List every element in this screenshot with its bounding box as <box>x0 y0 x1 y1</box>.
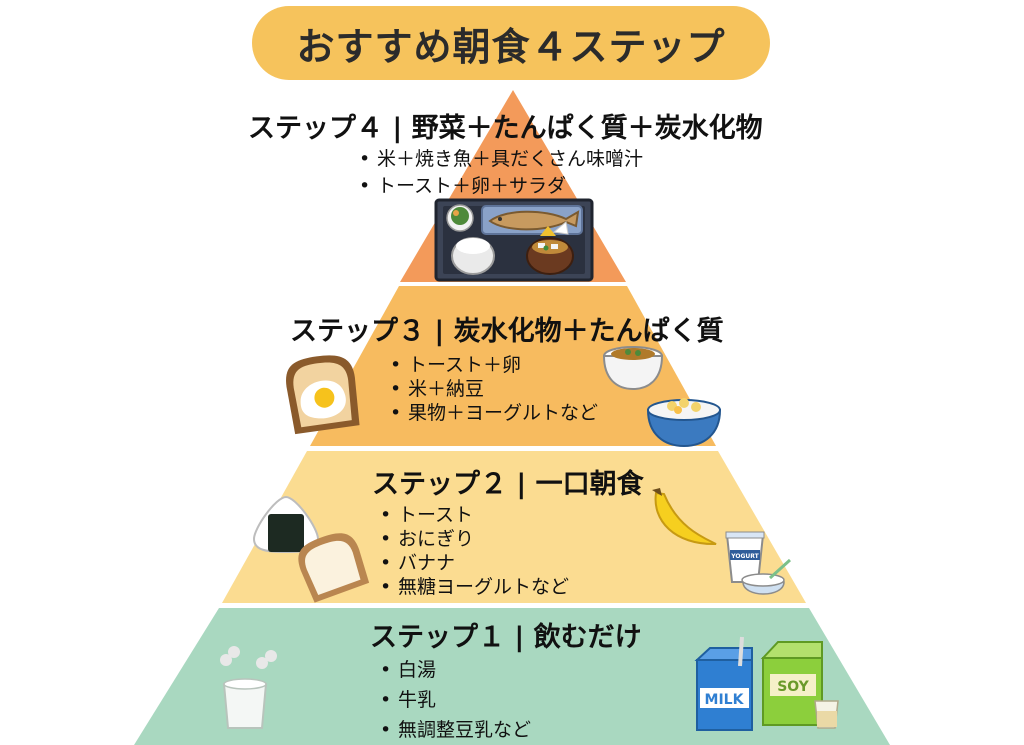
milk-carton-icon <box>694 636 753 731</box>
list-item: おにぎり <box>378 527 569 551</box>
step-1-heading: ステップ１ | 飲むだけ <box>370 622 642 653</box>
list-item: 果物＋ヨーグルトなど <box>388 401 598 425</box>
list-item: 牛乳 <box>378 685 531 715</box>
yogurt-icon <box>725 531 792 595</box>
step-3-list: トースト＋卵 米＋納豆 果物＋ヨーグルトなど <box>388 353 598 425</box>
title-banner: おすすめ朝食４ステップ <box>252 6 770 80</box>
step-2-list: トースト おにぎり バナナ 無糖ヨーグルトなど <box>378 503 569 599</box>
list-item: 米＋焼き魚＋具だくさん味噌汁 <box>357 146 643 173</box>
soy-milk-carton-icon <box>760 641 839 729</box>
list-item: トースト＋卵 <box>388 353 598 377</box>
list-item: トースト <box>378 503 569 527</box>
yogurt-label: YOGURT <box>730 553 759 560</box>
step-4-heading: ステップ４ | 野菜＋たんぱく質＋炭水化物 <box>248 113 763 144</box>
step-4-list: 米＋焼き魚＋具だくさん味噌汁 トースト＋卵＋サラダ <box>357 146 643 200</box>
egg-toast-icon <box>286 355 360 435</box>
step-3-heading: ステップ３ | 炭水化物＋たんぱく質 <box>290 316 724 347</box>
soy-label: SOY <box>777 679 809 695</box>
hot-water-cup-icon <box>220 646 277 729</box>
step-2-heading: ステップ２ | 一口朝食 <box>372 469 644 500</box>
fruit-yogurt-bowl-icon <box>646 398 722 448</box>
list-item: 米＋納豆 <box>388 377 598 401</box>
list-item: 無糖ヨーグルトなど <box>378 575 569 599</box>
step-1-list: 白湯 牛乳 無調整豆乳など <box>378 655 531 745</box>
page-title: おすすめ朝食４ステップ <box>296 24 726 69</box>
japanese-breakfast-tray-icon <box>434 198 594 282</box>
milk-label: MILK <box>705 692 745 708</box>
list-item: トースト＋卵＋サラダ <box>357 173 643 200</box>
toast-icon <box>298 533 370 603</box>
natto-rice-bowl-icon <box>602 346 664 391</box>
list-item: 無調整豆乳など <box>378 715 531 745</box>
list-item: バナナ <box>378 551 569 575</box>
onigiri-icon <box>252 495 320 554</box>
banana-icon <box>652 488 717 546</box>
list-item: 白湯 <box>378 655 531 685</box>
